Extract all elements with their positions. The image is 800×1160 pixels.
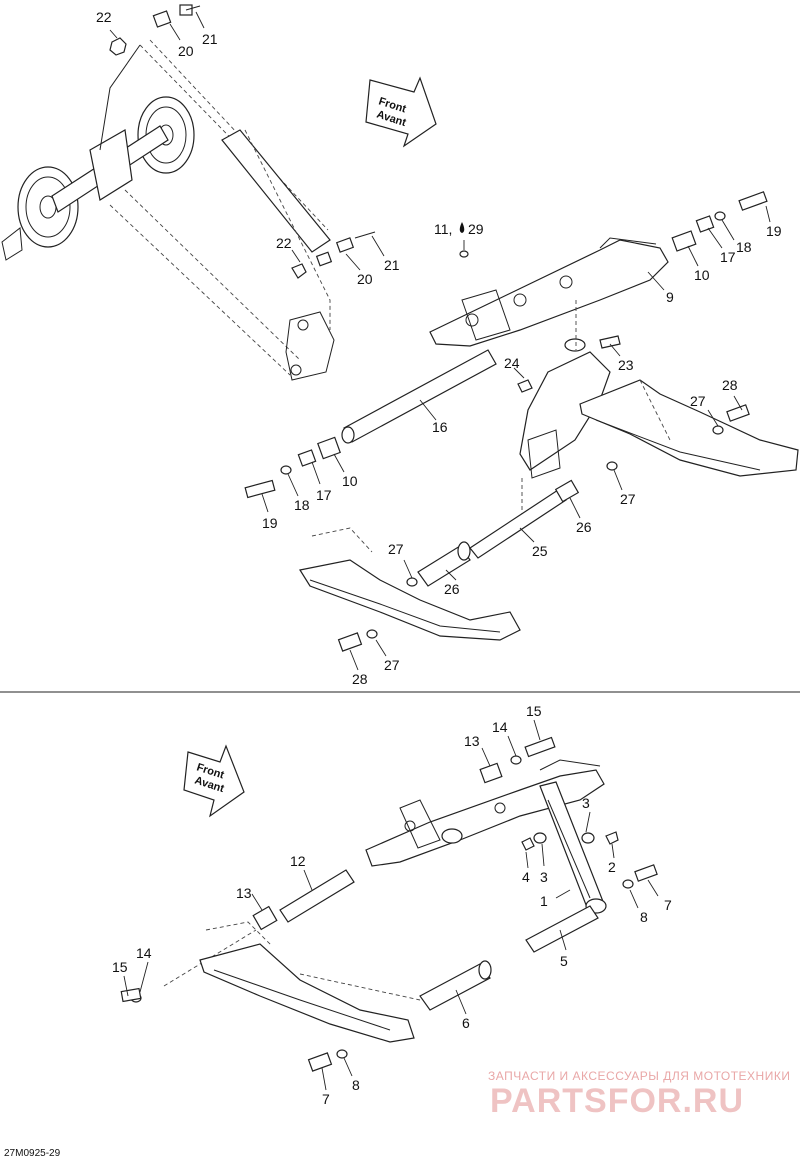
callout-27b: 27: [620, 491, 636, 507]
rear-arm: [429, 237, 669, 352]
front-arrow-bottom: Front Avant: [183, 744, 245, 818]
bottom-hardware-top: [479, 736, 658, 889]
callout-18b: 18: [294, 497, 310, 513]
callout-21b: 21: [384, 257, 400, 273]
callout-11: 11,: [434, 221, 452, 237]
callout-28a: 28: [722, 377, 738, 393]
callout-28b: 28: [352, 671, 368, 687]
callout-9: 9: [666, 289, 674, 305]
callout-17b: 17: [316, 487, 332, 503]
callout-22b: 22: [276, 235, 292, 251]
callout-7b: 7: [322, 1091, 330, 1107]
callout-8a: 8: [640, 909, 648, 925]
watermark-tagline: ЗАПЧАСТИ И АКСЕССУАРЫ ДЛЯ МОТОТЕХНИКИ: [488, 1069, 790, 1083]
callout-19b: 19: [262, 515, 278, 531]
callout-24: 24: [504, 355, 520, 371]
right-slide-rail: [579, 379, 799, 477]
left-hardware-top: [244, 436, 341, 499]
callout-14a: 14: [492, 719, 508, 735]
callout-22a: 22: [96, 9, 112, 25]
callout-20a: 20: [178, 43, 194, 59]
left-slide-rail: [299, 527, 521, 652]
callout-21a: 21: [202, 31, 218, 47]
watermark-logo: PARTSFOR.RU: [490, 1082, 744, 1120]
callout-5: 5: [560, 953, 568, 969]
callout-1: 1: [540, 893, 548, 909]
callout-10b: 10: [342, 473, 358, 489]
oil-drop-icon: [459, 222, 465, 233]
idler-wheel-assembly: [1, 39, 331, 376]
callout-19a: 19: [766, 223, 782, 239]
callout-3b: 3: [540, 869, 548, 885]
top-assembly: Front Avant: [1, 4, 799, 687]
callout-6: 6: [462, 1015, 470, 1031]
callout-27a: 27: [690, 393, 706, 409]
callout-12: 12: [290, 853, 306, 869]
callout-25: 25: [532, 543, 548, 559]
callout-10a: 10: [694, 267, 710, 283]
cross-shaft-25: [417, 479, 580, 587]
cross-shaft-12: [120, 869, 355, 1003]
bottom-assembly: Front Avant: [4, 703, 790, 1159]
shock-absorber: [517, 300, 621, 520]
callout-27d: 27: [384, 657, 400, 673]
callout-15a: 15: [526, 703, 542, 719]
callouts-top: 22 20 21 22 20 21 11, 29 9 10 17 18 19 2…: [96, 9, 782, 687]
callouts-bottom: 15 14 13 3 2 3 4 1 7 8 5 12 13 14 15 6 7…: [112, 703, 672, 1107]
callout-3a: 3: [582, 795, 590, 811]
callout-2: 2: [608, 859, 616, 875]
callout-14b: 14: [136, 945, 152, 961]
callout-4: 4: [522, 869, 530, 885]
leader-lines-bottom: [123, 719, 659, 1091]
callout-15b: 15: [112, 959, 128, 975]
callout-26a: 26: [576, 519, 592, 535]
watermark: ЗАПЧАСТИ И АКСЕССУАРЫ ДЛЯ МОТОТЕХНИКИ PA…: [488, 1069, 790, 1120]
callout-8b: 8: [352, 1077, 360, 1093]
oil-washer-11: [459, 222, 469, 258]
callout-16: 16: [432, 419, 448, 435]
top-left-hardware: [109, 4, 376, 279]
rear-arm-tube: [221, 129, 335, 381]
callout-17a: 17: [720, 249, 736, 265]
callout-20b: 20: [357, 271, 373, 287]
callout-27c: 27: [388, 541, 404, 557]
front-arrow-top: Front Avant: [365, 76, 437, 148]
callout-29: 29: [468, 221, 484, 237]
callout-13b: 13: [236, 885, 252, 901]
callout-26b: 26: [444, 581, 460, 597]
cross-shaft-5: [299, 905, 599, 1011]
cross-shaft-16: [341, 349, 497, 444]
callout-7a: 7: [664, 897, 672, 913]
right-hardware-top: [671, 191, 768, 252]
callout-18a: 18: [736, 239, 752, 255]
diagram-code: 27M0925-29: [4, 1148, 61, 1159]
leader-lines-top: [109, 11, 771, 671]
bottom-slide-rail: [199, 921, 415, 1072]
callout-23: 23: [618, 357, 634, 373]
callout-13a: 13: [464, 733, 480, 749]
